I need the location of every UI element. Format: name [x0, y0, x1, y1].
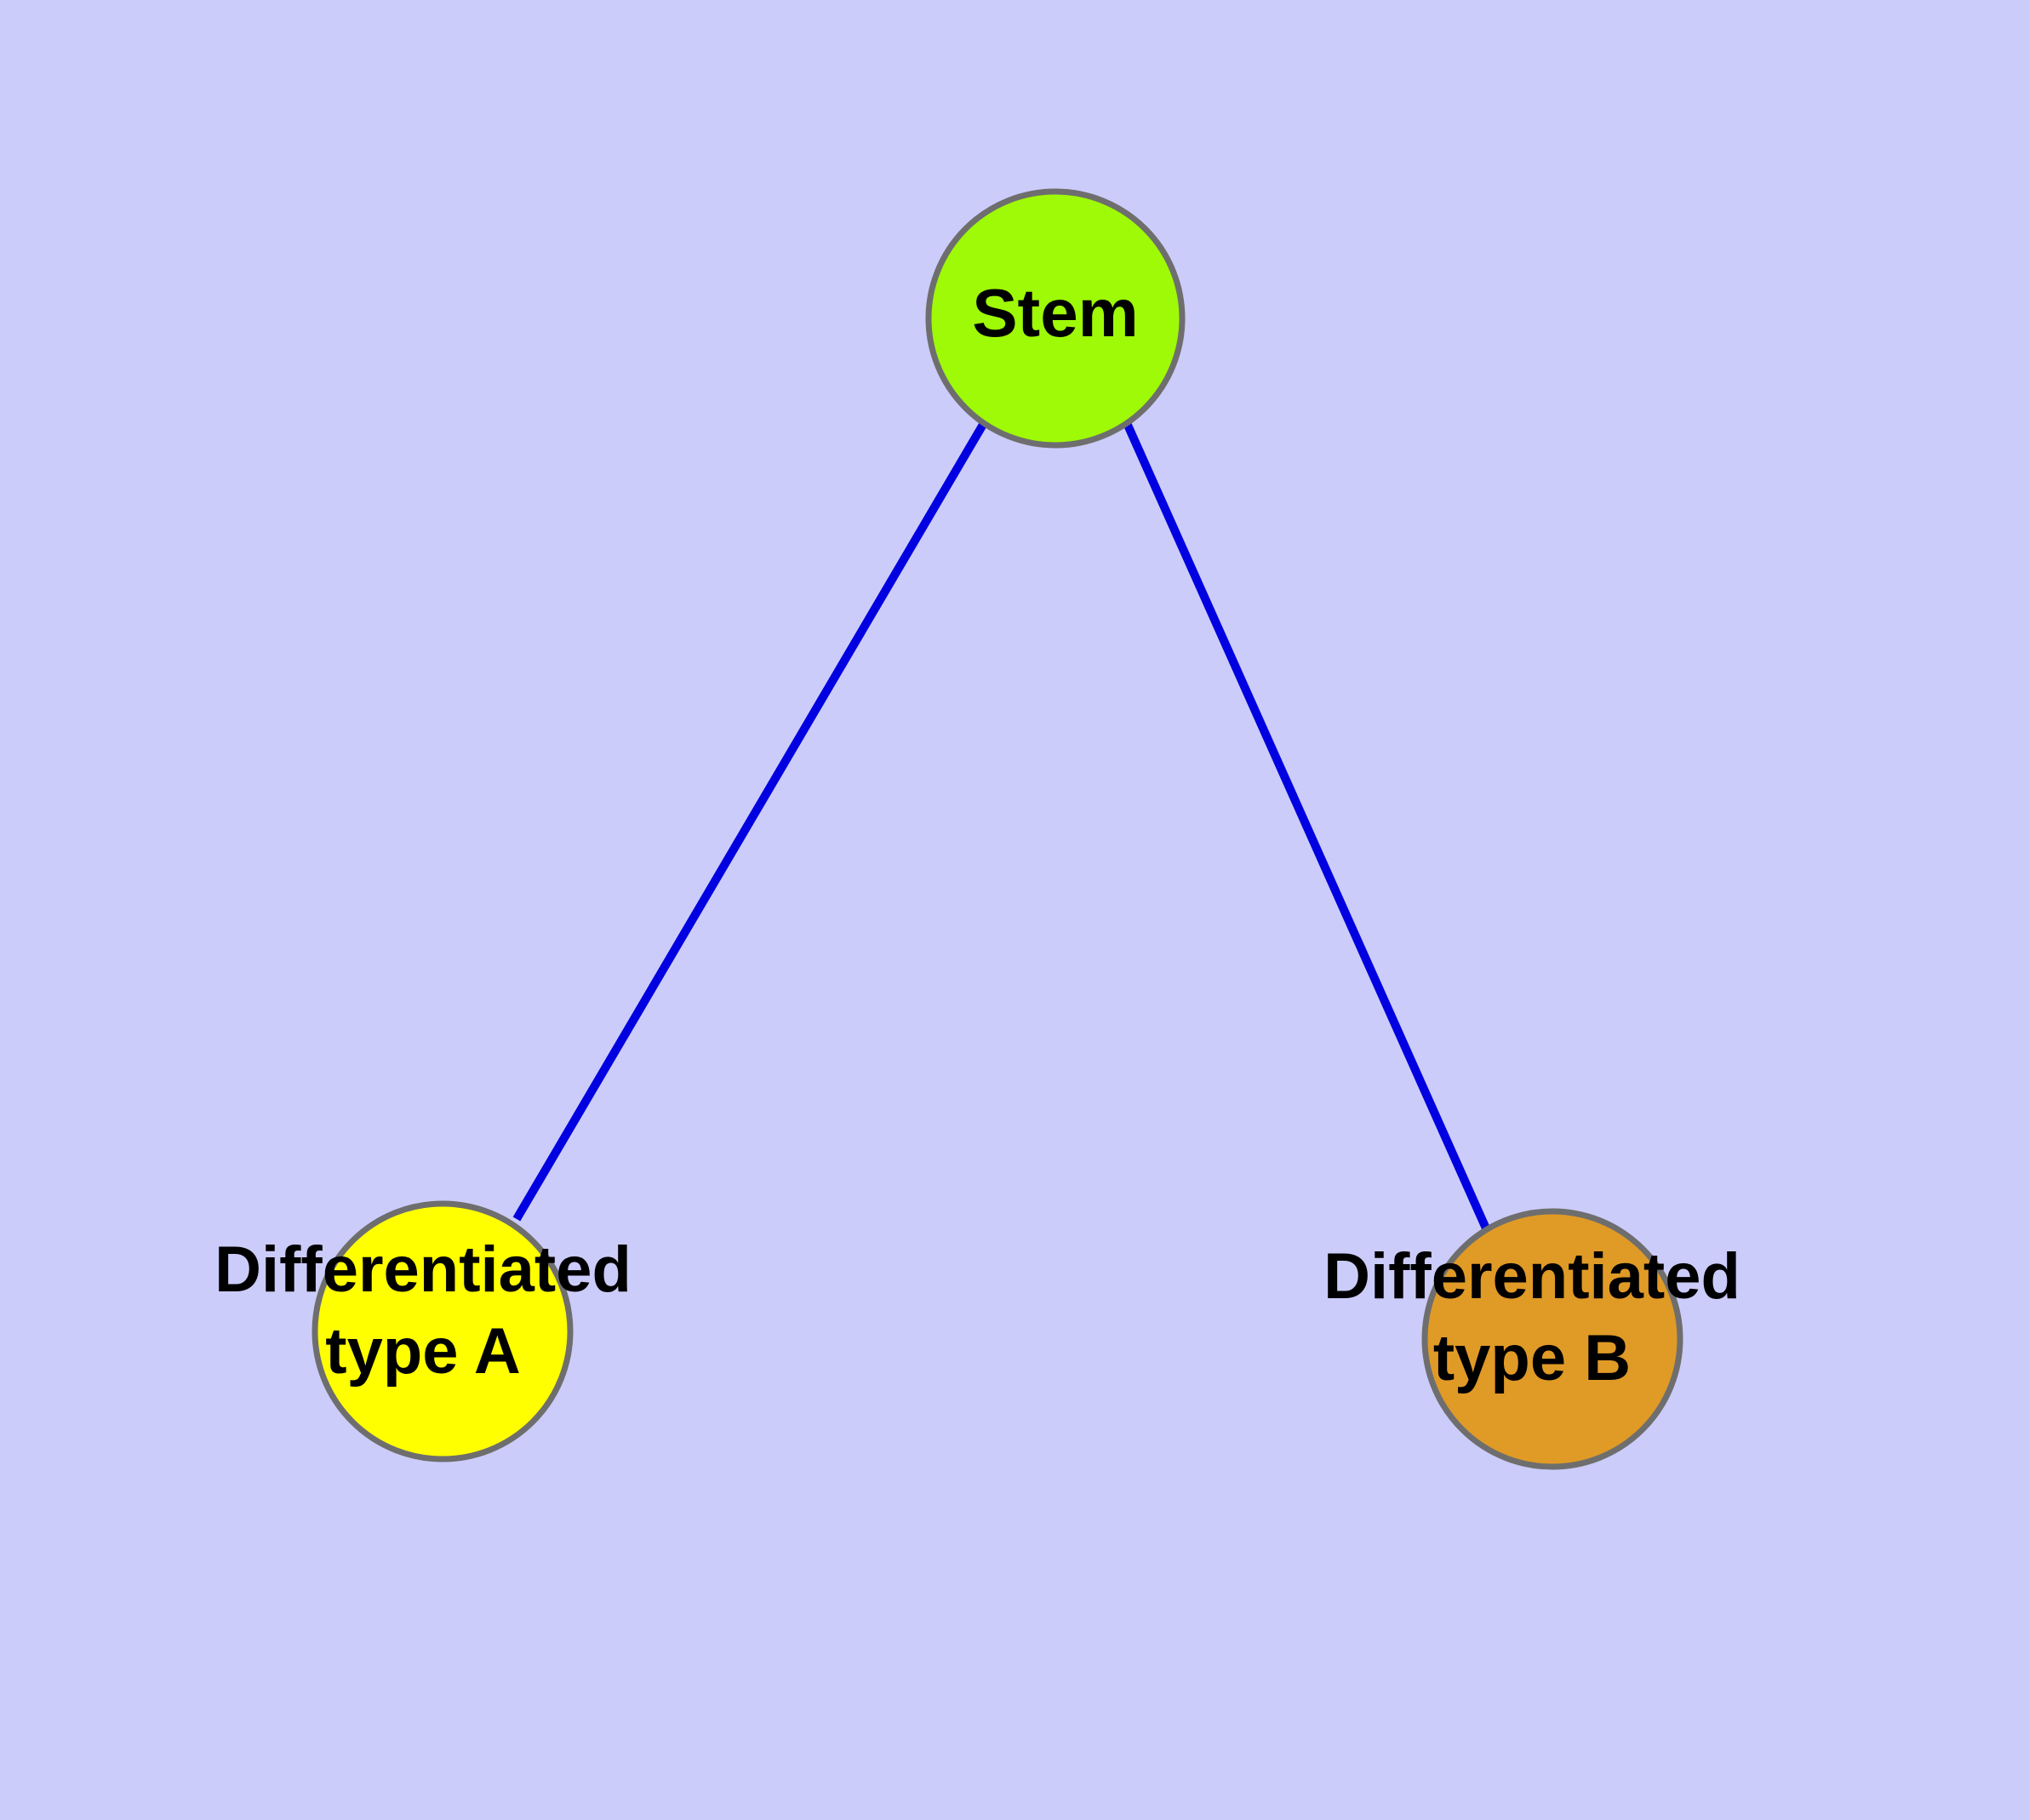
- node-differentiated-type-a-circle[interactable]: [311, 1200, 574, 1462]
- edge-stem-to-differentiated-type-a[interactable]: [512, 421, 988, 1222]
- node-stem-circle[interactable]: [925, 188, 1186, 449]
- node-stem[interactable]: [925, 188, 1186, 449]
- node-differentiated-type-a[interactable]: [311, 1200, 574, 1462]
- edge-stem-to-differentiated-type-b[interactable]: [1123, 421, 1490, 1231]
- node-layer: [311, 188, 1683, 1470]
- node-differentiated-type-b-label-line2: type B: [1433, 1322, 1631, 1394]
- node-differentiated-type-a-label-line1: Differentiated: [214, 1233, 632, 1306]
- edge-layer: [512, 421, 1490, 1231]
- node-differentiated-type-b[interactable]: [1421, 1208, 1683, 1470]
- label-layer: Stem Differentiated type A Differentiate…: [214, 275, 1740, 1394]
- node-differentiated-type-b-label-line1: Differentiated: [1323, 1240, 1740, 1313]
- node-differentiated-type-b-label: Differentiated type B: [1323, 1240, 1740, 1394]
- node-differentiated-type-b-circle[interactable]: [1421, 1208, 1683, 1470]
- node-stem-label: Stem: [972, 275, 1139, 351]
- node-differentiated-type-a-label: Differentiated type A: [214, 1233, 632, 1388]
- node-differentiated-type-a-label-line2: type A: [325, 1315, 520, 1388]
